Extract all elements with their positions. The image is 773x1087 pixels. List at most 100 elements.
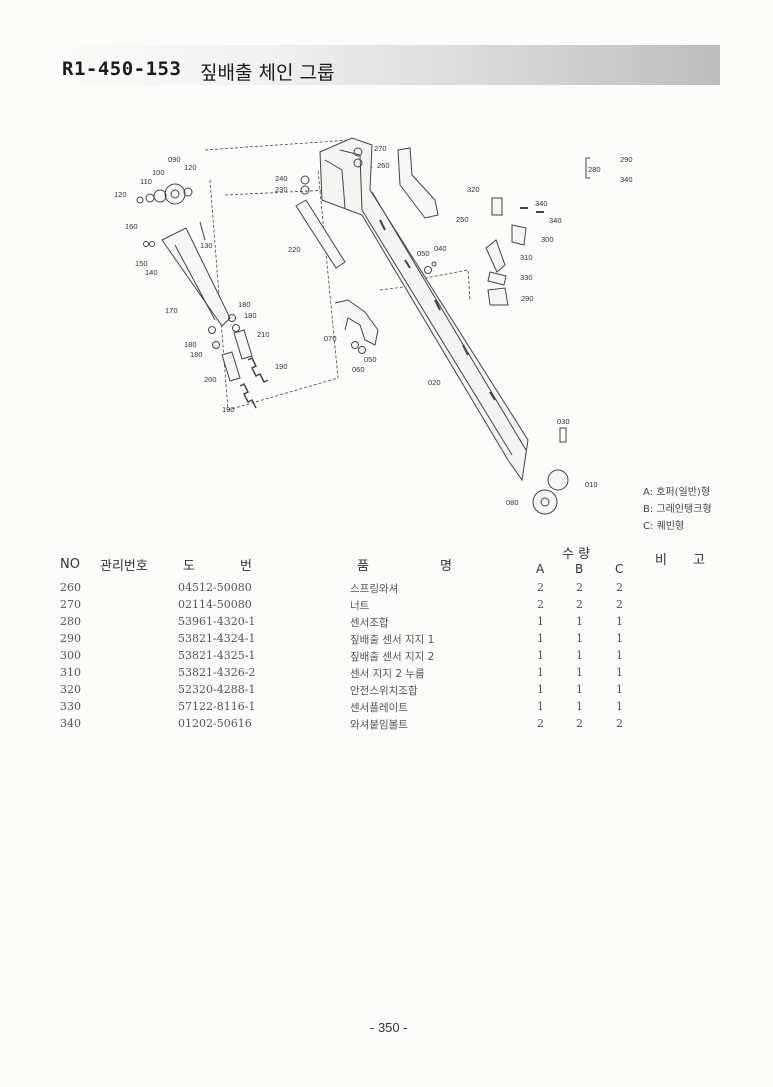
cell-no: 270 xyxy=(60,598,81,611)
cell-qty-a: 2 xyxy=(537,598,544,611)
callout-label: 110 xyxy=(140,177,152,186)
callout-label: 040 xyxy=(434,244,447,253)
callout-label: 330 xyxy=(520,273,533,282)
callout-label: 140 xyxy=(145,268,158,277)
callout-label: 070 xyxy=(324,334,337,343)
callout-label: 190 xyxy=(275,362,288,371)
cell-qty-c: 1 xyxy=(616,632,623,645)
callout-label: 080 xyxy=(506,498,519,507)
cell-qty-b: 2 xyxy=(576,598,583,611)
group-code: R1-450-153 xyxy=(62,58,182,80)
cell-part-number: 53821-4324-1 xyxy=(178,632,256,645)
table-row: 270 02114-50080 너트 2 2 2 xyxy=(0,598,773,615)
header-item: 품 xyxy=(357,559,369,574)
cell-qty-c: 1 xyxy=(616,615,623,628)
header-name: 명 xyxy=(440,559,452,574)
cell-no: 300 xyxy=(60,649,81,662)
cell-part-name: 짚배출 센서 지지 2 xyxy=(350,651,435,663)
exploded-parts-diagram: 090 100 110 120 120 160 130 150 140 170 … xyxy=(114,137,633,515)
cell-qty-c: 2 xyxy=(616,598,623,611)
table-row: 290 53821-4324-1 짚배출 센서 지지 1 1 1 1 xyxy=(0,632,773,649)
header-qty-b: B xyxy=(575,562,584,576)
callout-label: 190 xyxy=(222,405,235,414)
cell-no: 320 xyxy=(60,683,81,696)
cell-qty-a: 1 xyxy=(537,700,544,713)
table-row: 260 04512-50080 스프링와셔 2 2 2 xyxy=(0,581,773,598)
callout-label: 340 xyxy=(535,199,548,208)
cell-qty-a: 2 xyxy=(537,581,544,594)
callout-label: 300 xyxy=(541,235,554,244)
cell-qty-b: 1 xyxy=(576,649,583,662)
cell-part-name: 스프링와셔 xyxy=(350,583,399,595)
callout-label: 120 xyxy=(184,163,197,172)
legend-item: C: 퀘빈형 xyxy=(643,521,685,532)
cell-qty-c: 2 xyxy=(616,581,623,594)
callout-label: 340 xyxy=(620,175,633,184)
callout-label: 220 xyxy=(288,245,301,254)
model-legend: A: 호퍼(일반)형 B: 그레인탱크형 C: 퀘빈형 xyxy=(643,484,712,535)
cell-qty-a: 1 xyxy=(537,683,544,696)
cell-part-name: 안전스위치조합 xyxy=(350,685,418,697)
callout-label: 320 xyxy=(467,185,480,194)
table-row: 330 57122-8116-1 센서플레이트 1 1 1 xyxy=(0,700,773,717)
header-drawing: 도 xyxy=(183,559,195,574)
callout-label: 050 xyxy=(417,249,430,258)
cell-no: 280 xyxy=(60,615,81,628)
callout-label: 060 xyxy=(352,365,365,374)
cell-part-number: 53961-4320-1 xyxy=(178,615,256,628)
callout-label: 100 xyxy=(152,168,165,177)
cell-qty-b: 1 xyxy=(576,700,583,713)
header-remarks-2: 고 xyxy=(693,553,705,568)
table-row: 320 52320-4288-1 안전스위치조합 1 1 1 xyxy=(0,683,773,700)
group-title: 짚배출 체인 그룹 xyxy=(200,62,335,84)
header-remarks-1: 비 xyxy=(655,553,667,568)
callout-label: 310 xyxy=(520,253,533,262)
cell-part-name: 센서조합 xyxy=(350,617,389,629)
callout-label: 150 xyxy=(135,259,148,268)
callout-label: 240 xyxy=(275,174,288,183)
diagram-callouts: 090 100 110 120 120 160 130 150 140 170 … xyxy=(114,144,633,507)
callout-label: 180 xyxy=(244,311,257,320)
table-row: 340 01202-50616 와셔붙임볼트 2 2 2 xyxy=(0,717,773,734)
cell-qty-b: 2 xyxy=(576,581,583,594)
callout-label: 030 xyxy=(557,417,570,426)
cell-part-name: 너트 xyxy=(350,600,370,612)
cell-part-number: 01202-50616 xyxy=(178,717,252,730)
cell-qty-c: 1 xyxy=(616,666,623,679)
header-quantity: 수 량 xyxy=(562,547,591,562)
header-qty-c: C xyxy=(615,562,624,576)
callout-label: 260 xyxy=(377,161,390,170)
cell-qty-b: 1 xyxy=(576,615,583,628)
cell-part-name: 짚배출 센서 지지 1 xyxy=(350,634,435,646)
callout-label: 130 xyxy=(200,241,213,250)
cell-qty-b: 2 xyxy=(576,717,583,730)
cell-no: 260 xyxy=(60,581,81,594)
cell-qty-b: 1 xyxy=(576,666,583,679)
callout-label: 290 xyxy=(620,155,633,164)
callout-label: 340 xyxy=(549,216,562,225)
parts-table: 260 04512-50080 스프링와셔 2 2 2 270 02114-50… xyxy=(0,581,773,734)
table-row: 310 53821-4326-2 센서 지지 2 누름 1 1 1 xyxy=(0,666,773,683)
legend-item: A: 호퍼(일반)형 xyxy=(643,487,711,498)
table-row: 280 53961-4320-1 센서조합 1 1 1 xyxy=(0,615,773,632)
callout-label: 050 xyxy=(364,355,377,364)
callout-label: 010 xyxy=(585,480,598,489)
callout-label: 270 xyxy=(374,144,387,153)
callout-label: 120 xyxy=(114,190,127,199)
cell-part-number: 53821-4325-1 xyxy=(178,649,256,662)
callout-label: 250 xyxy=(456,215,469,224)
callout-label: 160 xyxy=(125,222,138,231)
callout-label: 180 xyxy=(184,340,197,349)
cell-qty-c: 1 xyxy=(616,700,623,713)
cell-qty-c: 1 xyxy=(616,683,623,696)
cell-no: 330 xyxy=(60,700,81,713)
cell-qty-a: 2 xyxy=(537,717,544,730)
cell-no: 290 xyxy=(60,632,81,645)
cell-qty-b: 1 xyxy=(576,683,583,696)
cell-part-number: 04512-50080 xyxy=(178,581,252,594)
table-row: 300 53821-4325-1 짚배출 센서 지지 2 1 1 1 xyxy=(0,649,773,666)
header-number: 번 xyxy=(240,559,252,574)
cell-qty-b: 1 xyxy=(576,632,583,645)
cell-qty-c: 2 xyxy=(616,717,623,730)
callout-label: 090 xyxy=(168,155,181,164)
